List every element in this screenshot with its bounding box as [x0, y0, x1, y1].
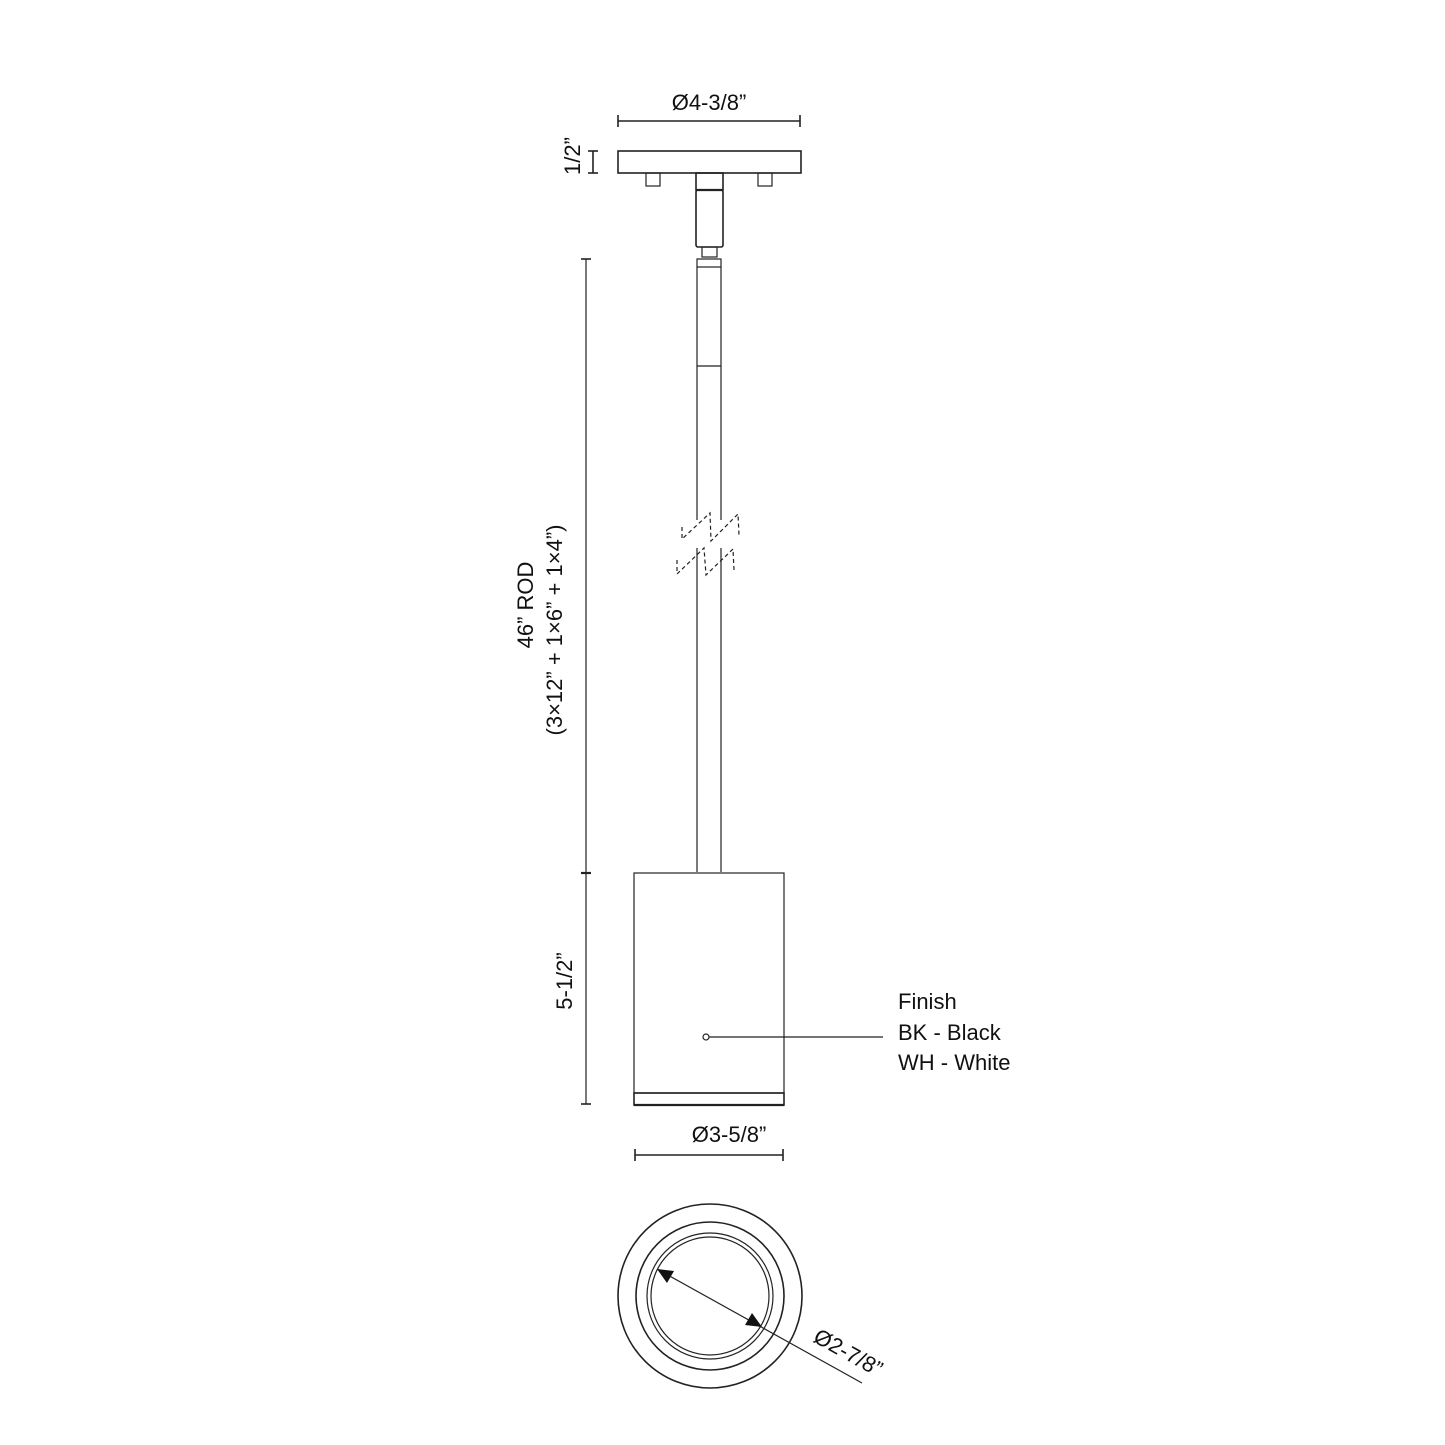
canopy: Ø4-3/8” 1/2” — [560, 90, 802, 187]
rod — [676, 258, 740, 872]
canopy-screw-left — [645, 172, 661, 187]
finish-title: Finish — [898, 989, 957, 1014]
aperture-diameter-label: Ø2-7/8” — [810, 1324, 887, 1382]
canopy-diameter-dimension: Ø4-3/8” — [617, 90, 801, 127]
shade-diameter-dimension: Ø3-5/8” — [634, 1122, 784, 1161]
canopy-plate — [617, 150, 802, 174]
shade-height-dimension: 5-1/2” — [552, 871, 591, 1105]
finish-option-black: BK - Black — [898, 1020, 1002, 1045]
rod-break-icon — [676, 511, 740, 577]
shade-height-label: 5-1/2” — [552, 952, 577, 1009]
shade-diameter-label: Ø3-5/8” — [692, 1122, 767, 1147]
canopy-height-dimension: 1/2” — [560, 137, 598, 175]
bottom-outer-ring — [617, 1203, 803, 1389]
rod-composition-label: (3×12” + 1×6” + 1×4”) — [542, 525, 567, 736]
arrowhead-end-icon — [745, 1313, 762, 1327]
bottom-lens-ring-outer — [646, 1232, 774, 1360]
callout-dot — [702, 1033, 710, 1041]
arrowhead-start-icon — [657, 1269, 674, 1283]
bottom-view: Ø2-7/8” — [617, 1203, 887, 1389]
finish-callout: Finish BK - Black WH - White — [702, 989, 1010, 1075]
canopy-screw-right — [757, 172, 773, 187]
rod-length-label: 46” ROD — [513, 562, 538, 649]
swivel-connector — [695, 172, 724, 258]
rod-length-dimension: 46” ROD (3×12” + 1×6” + 1×4”) — [513, 258, 591, 873]
finish-option-white: WH - White — [898, 1050, 1010, 1075]
canopy-diameter-label: Ø4-3/8” — [672, 90, 747, 115]
canopy-height-label: 1/2” — [560, 137, 585, 175]
bottom-trim-ring — [635, 1221, 785, 1371]
bottom-lens-ring-inner — [650, 1236, 770, 1356]
shade — [633, 872, 785, 1107]
